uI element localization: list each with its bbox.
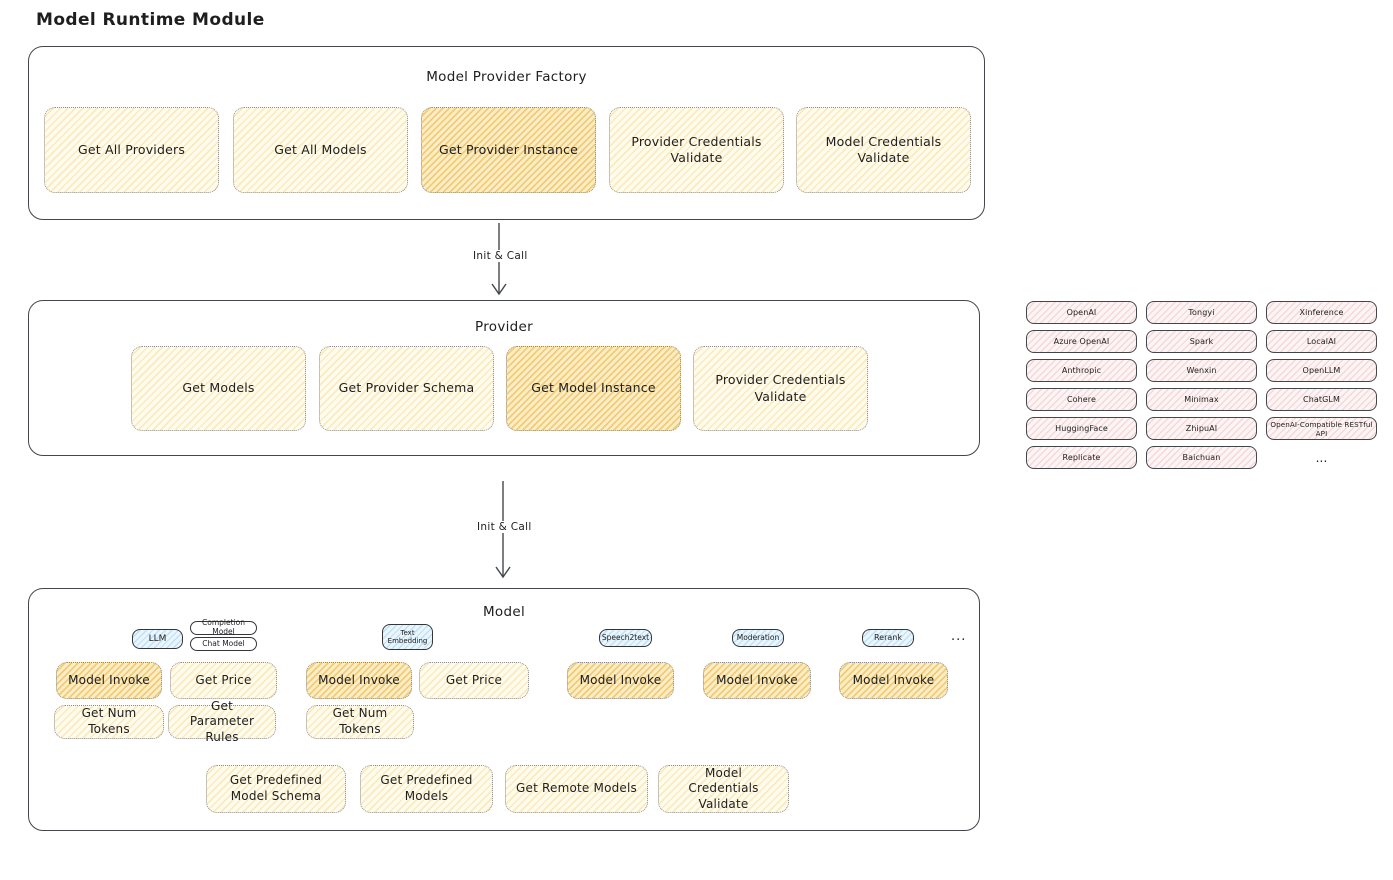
provider-box-title: Provider xyxy=(475,319,533,335)
chip-openllm[interactable]: OpenLLM xyxy=(1266,359,1377,382)
node-model-credentials-validate-model[interactable]: Model Credentials Validate xyxy=(658,765,789,813)
arrow1-label: Init & Call xyxy=(469,250,532,262)
chip-localai[interactable]: LocalAI xyxy=(1266,330,1377,353)
model-box-title: Model xyxy=(482,604,526,620)
chip-azure-openai[interactable]: Azure OpenAI xyxy=(1026,330,1137,353)
chip-huggingface[interactable]: HuggingFace xyxy=(1026,417,1137,440)
node-model-credentials-validate-factory[interactable]: Model Credentials Validate xyxy=(796,107,971,193)
node-get-models[interactable]: Get Models xyxy=(131,346,306,431)
tag-speech2text[interactable]: Speech2text xyxy=(599,629,652,647)
node-get-price-llm[interactable]: Get Price xyxy=(170,662,277,699)
tag-moderation[interactable]: Moderation xyxy=(732,629,784,647)
node-get-all-models[interactable]: Get All Models xyxy=(233,107,408,193)
node-model-invoke-llm[interactable]: Model Invoke xyxy=(56,662,162,699)
provider-chip-grid: OpenAI Tongyi Xinference Azure OpenAI Sp… xyxy=(1026,301,1377,469)
tag-chat-model[interactable]: Chat Model xyxy=(190,637,257,651)
node-get-remote-models[interactable]: Get Remote Models xyxy=(505,765,648,813)
provider-box[interactable]: Provider Get Models Get Provider Schema … xyxy=(28,300,980,456)
node-model-invoke-speech2text[interactable]: Model Invoke xyxy=(567,662,674,699)
node-get-price-text-embedding[interactable]: Get Price xyxy=(419,662,529,699)
chip-openai[interactable]: OpenAI xyxy=(1026,301,1137,324)
model-tags-ellipsis: ... xyxy=(951,629,967,644)
node-get-predefined-model-schema[interactable]: Get Predefined Model Schema xyxy=(206,765,346,813)
chip-zhipuai[interactable]: ZhipuAI xyxy=(1146,417,1257,440)
chip-xinference[interactable]: Xinference xyxy=(1266,301,1377,324)
node-get-provider-schema[interactable]: Get Provider Schema xyxy=(319,346,494,431)
chip-grid-ellipsis: ... xyxy=(1315,450,1328,465)
node-get-num-tokens-text-embedding[interactable]: Get Num Tokens xyxy=(306,705,414,739)
node-get-num-tokens-llm[interactable]: Get Num Tokens xyxy=(54,705,164,739)
factory-box[interactable]: Model Provider Factory Get All Providers… xyxy=(28,46,985,220)
node-get-all-providers[interactable]: Get All Providers xyxy=(44,107,219,193)
chip-minimax[interactable]: Minimax xyxy=(1146,388,1257,411)
node-get-predefined-models[interactable]: Get Predefined Models xyxy=(360,765,493,813)
model-box[interactable]: Model LLM Completion Model Chat Model Te… xyxy=(28,588,980,831)
chip-anthropic[interactable]: Anthropic xyxy=(1026,359,1137,382)
node-provider-credentials-validate-factory[interactable]: Provider Credentials Validate xyxy=(609,107,784,193)
node-get-model-instance[interactable]: Get Model Instance xyxy=(506,346,681,431)
chip-openai-compatible-restful-api[interactable]: OpenAI-Compatible RESTful API xyxy=(1266,417,1377,440)
chip-chatglm[interactable]: ChatGLM xyxy=(1266,388,1377,411)
node-model-invoke-rerank[interactable]: Model Invoke xyxy=(839,662,948,699)
arrow2-label: Init & Call xyxy=(473,521,536,533)
chip-spark[interactable]: Spark xyxy=(1146,330,1257,353)
tag-llm[interactable]: LLM xyxy=(132,629,183,649)
node-get-provider-instance[interactable]: Get Provider Instance xyxy=(421,107,596,193)
chip-wenxin[interactable]: Wenxin xyxy=(1146,359,1257,382)
page-title: Model Runtime Module xyxy=(36,10,265,30)
node-model-invoke-text-embedding[interactable]: Model Invoke xyxy=(306,662,412,699)
node-get-parameter-rules[interactable]: Get Parameter Rules xyxy=(168,699,276,744)
node-provider-credentials-validate-provider[interactable]: Provider Credentials Validate xyxy=(693,346,868,431)
node-model-invoke-moderation[interactable]: Model Invoke xyxy=(703,662,811,699)
factory-box-title: Model Provider Factory xyxy=(426,69,587,85)
tag-rerank[interactable]: Rerank xyxy=(862,629,914,647)
tag-text-embedding[interactable]: Text Embedding xyxy=(382,624,433,650)
chip-baichuan[interactable]: Baichuan xyxy=(1146,446,1257,469)
tag-completion-model[interactable]: Completion Model xyxy=(190,619,257,636)
chip-cohere[interactable]: Cohere xyxy=(1026,388,1137,411)
chip-tongyi[interactable]: Tongyi xyxy=(1146,301,1257,324)
chip-replicate[interactable]: Replicate xyxy=(1026,446,1137,469)
